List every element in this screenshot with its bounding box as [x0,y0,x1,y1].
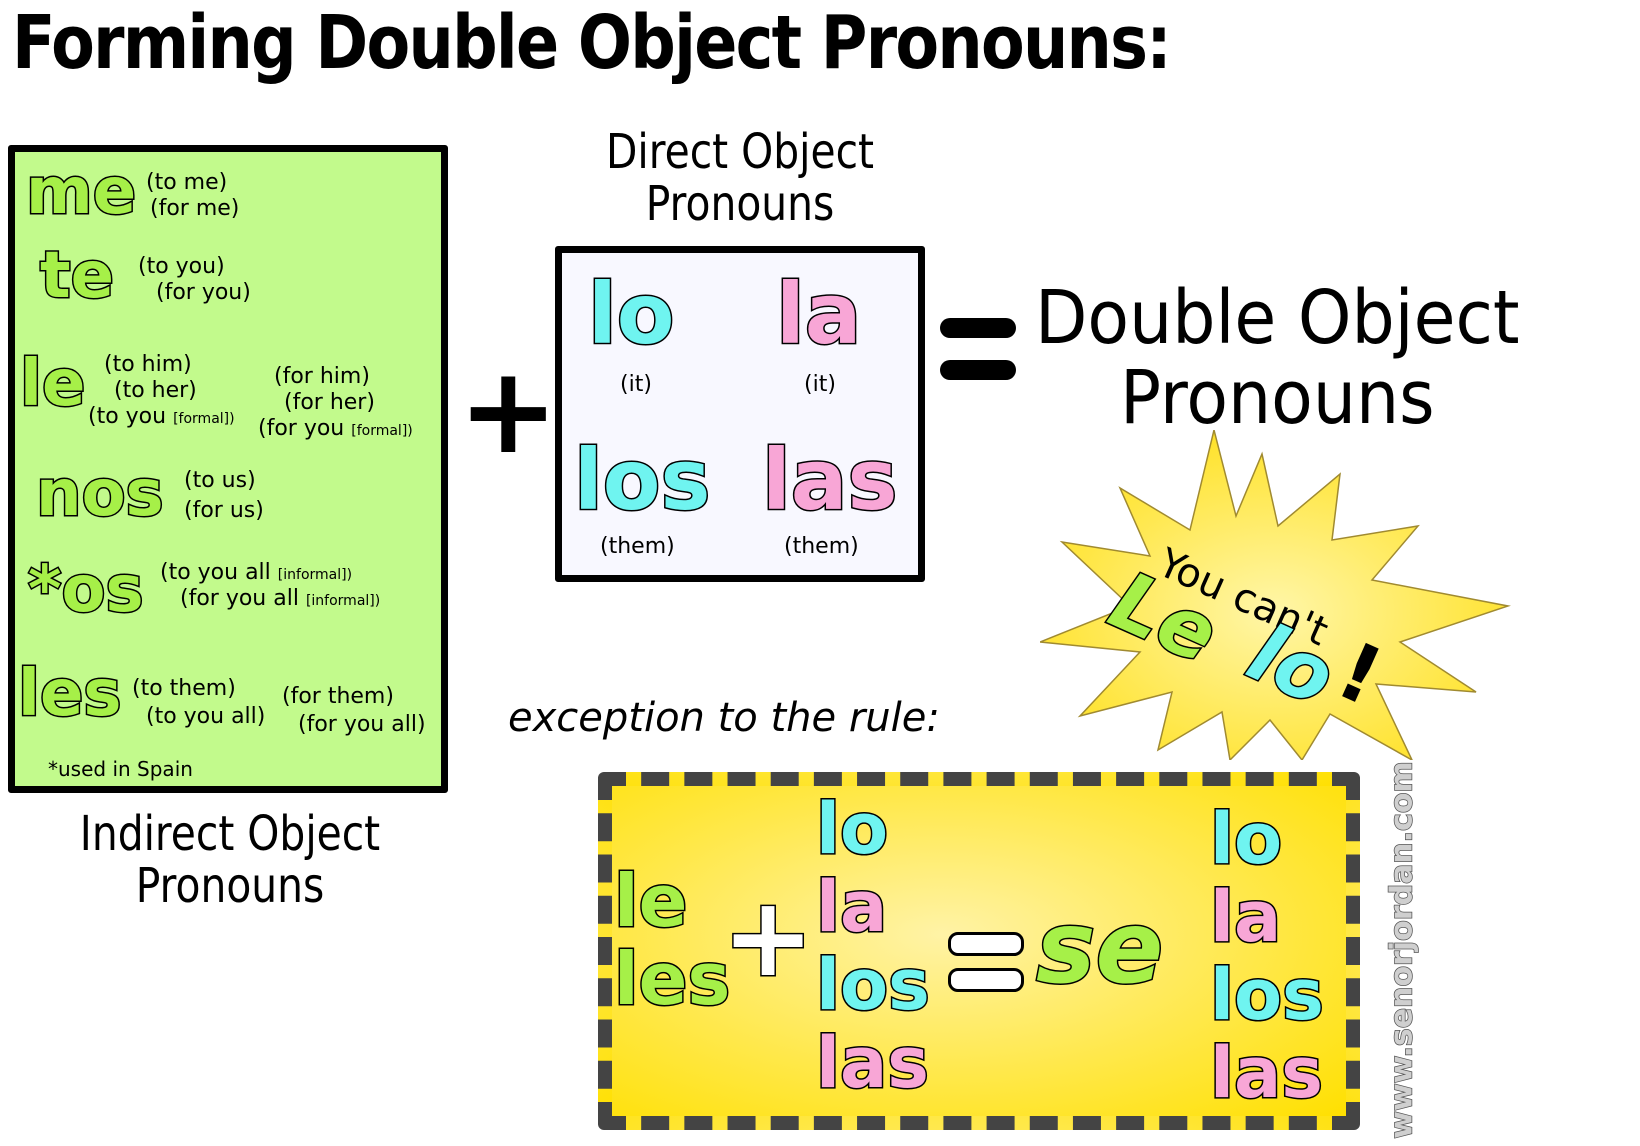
meaning-for-you-all: (for you all) [298,712,426,737]
pronoun-los: los [573,431,712,529]
pronoun-las: las [760,431,898,529]
meaning-la-it: (it) [804,372,836,397]
exception-label: exception to the rule: [508,695,940,741]
meaning-to-you-all-informal: (to you all [informal]) [160,560,353,585]
direct-object-caption: Direct Object Pronouns [605,124,875,232]
meaning-los-them: (them) [600,534,675,559]
meaning-for-her: (for her) [284,390,375,415]
watermark-url: www.senorjordan.com [1384,761,1421,1140]
pronoun-lo: lo [587,265,676,363]
pronoun-le: le [18,347,86,421]
pronoun-me: me [24,155,137,229]
pronoun-les: les [16,657,122,731]
meaning-to-them: (to them) [132,676,236,701]
indirect-object-box [8,145,448,793]
pronoun-te: te [39,239,116,313]
direct-object-box [555,246,925,582]
meaning-lo-it: (it) [620,372,652,397]
meaning-las-them: (them) [784,534,859,559]
starburst-icon [1040,430,1511,760]
meaning-to-you: (to you) [138,254,225,279]
meaning-to-him: (to him) [104,352,192,377]
footnote-used-in-spain: *used in Spain [48,757,193,781]
exception-equals [948,932,1024,992]
exception-indirect-list: le les [612,859,731,1021]
meaning-to-you-formal: (to you [formal]) [88,404,235,429]
meaning-for-them: (for them) [282,684,394,709]
meaning-to-her: (to her) [114,378,197,403]
plus-sign: + [458,342,559,481]
pronoun-la: la [774,265,863,363]
exception-direct-list: lo la los las [815,788,932,1104]
meaning-for-you-all-informal: (for you all [informal]) [180,586,381,611]
pronoun-nos: nos [35,457,166,531]
meaning-for-you-formal: (for you [formal]) [258,416,413,441]
exception-result-list: lo la los las [1209,798,1326,1114]
meaning-for-us: (for us) [184,498,264,523]
pronoun-os: *os [27,553,146,627]
meaning-to-you-all: (to you all) [146,704,266,729]
indirect-object-caption: Indirect Object Pronouns [79,806,381,914]
meaning-to-me: (to me) [146,170,228,195]
exception-plus: + [720,873,815,1001]
equals-sign [940,318,1016,402]
meaning-for-you: (for you) [156,280,251,305]
meaning-to-us: (to us) [184,468,256,493]
double-object-pronouns-heading: Double Object Pronouns [1035,275,1520,441]
meaning-for-him: (for him) [274,364,370,389]
meaning-for-me: (for me) [150,196,240,221]
exception-se: se [1034,889,1164,1006]
page-title: Forming Double Object Pronouns: [12,0,1172,86]
